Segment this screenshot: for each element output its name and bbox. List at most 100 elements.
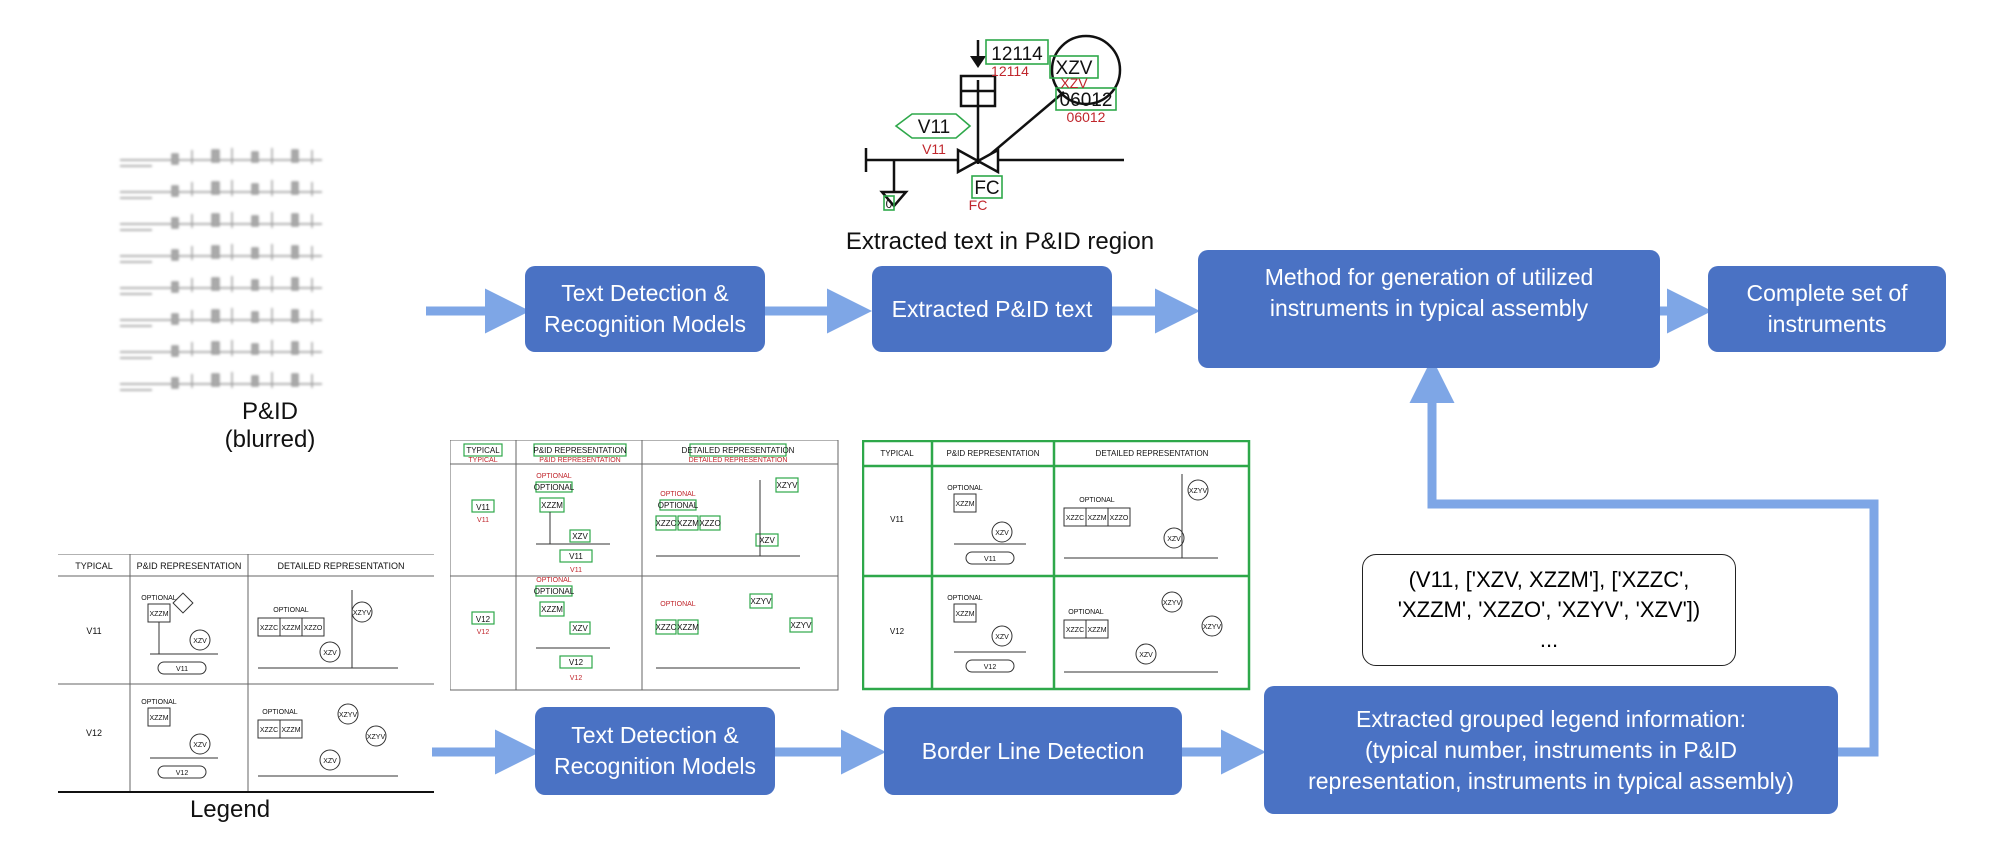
lt3-r1-det-optional: OPTIONAL: [1079, 497, 1115, 504]
lt1-r2-xzzm: XZZM: [149, 715, 168, 722]
lt1-r1-det-optional: OPTIONAL: [273, 607, 309, 614]
lt3-r2-xzzm: XZZM: [955, 611, 974, 618]
lt3-r2-det-box-1: XZZC: [1066, 627, 1084, 634]
border-line-detection-box: Border Line Detection: [884, 707, 1182, 795]
lt2-r2-det-box-2: XZZM: [677, 623, 699, 632]
lt1-typical-v12: V12: [86, 728, 102, 738]
snip-tag-fc: FC: [974, 178, 999, 199]
lt1-r2-xzyv: XZYV: [339, 712, 358, 719]
lt2-r1-tag: V11: [569, 552, 583, 561]
lt2-r1-det-box-3: XZZO: [699, 519, 720, 528]
complete-set-instruments-box: Complete set of instruments: [1708, 266, 1946, 352]
lt1-r2-det-box-2: XZZM: [281, 727, 300, 734]
lt1-r1-tag: V11: [176, 666, 188, 673]
lt1-r1-det-box-3: XZZO: [304, 625, 323, 632]
lt1-header-typical: TYPICAL: [75, 561, 113, 571]
grouped-legend-info-box: Extracted grouped legend information: (t…: [1264, 686, 1838, 814]
lt3-header-typical: TYPICAL: [880, 449, 914, 458]
lt3-r1-det-xzv: XZV: [1167, 536, 1181, 543]
lt3-r2-xzv: XZV: [995, 634, 1009, 641]
lt1-r1-optional: OPTIONAL: [141, 595, 177, 602]
lt2-red-detailed: DETAILED REPRESENTATION: [689, 457, 788, 464]
snip-tag-v11-red: V11: [922, 141, 946, 157]
lt2-r2-tag: V12: [569, 658, 584, 667]
lt2-red-det-optional-1: OPTIONAL: [660, 491, 696, 498]
lt1-typical-v11: V11: [86, 626, 101, 636]
lt1-r1-det-box-1: XZZC: [260, 625, 278, 632]
lt2-r1-xzv: XZV: [572, 532, 588, 541]
lt1-r2-xzv: XZV: [193, 742, 207, 749]
lt1-header-pid: P&ID REPRESENTATION: [137, 561, 242, 571]
legend-table-borders: TYPICAL P&ID REPRESENTATION DETAILED REP…: [862, 440, 1251, 691]
lt1-header-detailed: DETAILED REPRESENTATION: [277, 561, 404, 571]
lt3-typical-v11: V11: [890, 515, 904, 524]
snip-tag-0: 0: [886, 197, 893, 211]
tuple-line-1: (V11, ['XZV, XZZM'], ['XZZC',: [1408, 567, 1690, 592]
lt1-r2-det-optional: OPTIONAL: [262, 709, 298, 716]
lt1-r2-det-box-1: XZZC: [260, 727, 278, 734]
lt3-r1-det-box-2: XZZM: [1087, 515, 1106, 522]
lt2-red-tag-v11: V11: [570, 567, 582, 574]
tuple-line-2: 'XZZM', 'XZZO', 'XZYV', 'XZV']): [1397, 597, 1701, 622]
lt3-r1-xzyv: XZYV: [1189, 488, 1208, 495]
lt3-r2-xzyv: XZYV: [1163, 600, 1182, 607]
method-generation-box: Method for generation of utilized instru…: [1198, 250, 1660, 368]
lt2-typical-v11: V11: [476, 503, 490, 512]
lt3-header-detailed: DETAILED REPRESENTATION: [1096, 449, 1209, 458]
lt2-r1-det-box-1: XZZC: [656, 519, 677, 528]
snip-tag-12114: 12114: [991, 44, 1043, 65]
lt1-r1-det-xzv: XZV: [323, 650, 337, 657]
lt2-red-v11: V11: [477, 517, 489, 524]
lt3-r2-det-optional: OPTIONAL: [1068, 609, 1104, 616]
snip-tag-fc-red: FC: [969, 197, 988, 212]
lt2-red-typical: TYPICAL: [468, 457, 497, 464]
lt3-r2-tag: V12: [984, 664, 997, 671]
extracted-pid-text-box: Extracted P&ID text: [872, 266, 1112, 352]
lt2-r1-det-box-2: XZZM: [677, 519, 699, 528]
lt1-r1-xzv: XZV: [193, 638, 207, 645]
legend-label: Legend: [189, 796, 271, 823]
lt1-r2-det-xzv: XZV: [323, 758, 337, 765]
lt3-r1-xzv: XZV: [995, 530, 1009, 537]
tuple-line-3: ...: [1539, 627, 1559, 652]
pid-snippet-image: 12114 12114 XZV XZV 06012 06012 V11 V11 …: [864, 34, 1124, 212]
lt2-red-optional-2: OPTIONAL: [536, 577, 572, 584]
lt3-typical-v12: V12: [890, 627, 905, 636]
lt3-r2-xzyv-2: XZYV: [1203, 624, 1222, 631]
lt2-r1-det-xzv: XZV: [759, 536, 775, 545]
lt2-r2-xzzm: XZZM: [541, 605, 563, 614]
lt3-header-pid: P&ID REPRESENTATION: [946, 449, 1039, 458]
lt2-red-v12: V12: [477, 629, 490, 636]
lt3-r2-optional: OPTIONAL: [947, 595, 983, 602]
arrow-grouped-to-method: [1409, 358, 1879, 757]
lt2-red-tag-v12: V12: [570, 675, 583, 682]
lt2-red-pid: P&ID REPRESENTATION: [539, 457, 620, 464]
lt2-header-detailed: DETAILED REPRESENTATION: [682, 446, 795, 455]
legend-table-ocr: TYPICAL P&ID REPRESENTATION DETAILED REP…: [450, 440, 839, 691]
lt2-r1-xzyv: XZYV: [777, 481, 799, 490]
text-detection-recognition-top-box: Text Detection & Recognition Models: [525, 266, 765, 352]
lt2-red-optional-1: OPTIONAL: [536, 473, 572, 480]
lt1-r2-tag: V12: [176, 770, 189, 777]
lt1-r2-optional: OPTIONAL: [141, 699, 177, 706]
lt2-r1-det-optional: OPTIONAL: [658, 501, 699, 510]
lt2-r1-optional: OPTIONAL: [534, 483, 575, 492]
lt1-r1-det-box-2: XZZM: [281, 625, 300, 632]
lt2-r2-det-box-1: XZZC: [656, 623, 677, 632]
snip-tag-v11: V11: [918, 117, 950, 138]
pid-blurred-image: [119, 148, 323, 391]
lt2-header-pid: P&ID REPRESENTATION: [533, 446, 626, 455]
lt2-red-det-optional-2: OPTIONAL: [660, 601, 696, 608]
lt3-r2-det-xzv: XZV: [1139, 652, 1153, 659]
lt2-typical-v12: V12: [476, 615, 491, 624]
pid-label: P&ID (blurred): [224, 398, 316, 453]
lt2-r2-optional: OPTIONAL: [534, 587, 575, 596]
lt2-r2-xzyv: XZYV: [751, 597, 773, 606]
snip-tag-12114-red: 12114: [991, 63, 1029, 79]
snip-tag-06012: 06012: [1060, 90, 1113, 111]
lt1-r1-xzzm: XZZM: [149, 611, 168, 618]
grouped-tuple-output: (V11, ['XZV, XZZM'], ['XZZC', 'XZZM', 'X…: [1362, 554, 1736, 666]
lt3-r2-det-box-2: XZZM: [1087, 627, 1106, 634]
legend-table-plain: TYPICAL P&ID REPRESENTATION DETAILED REP…: [58, 554, 434, 793]
